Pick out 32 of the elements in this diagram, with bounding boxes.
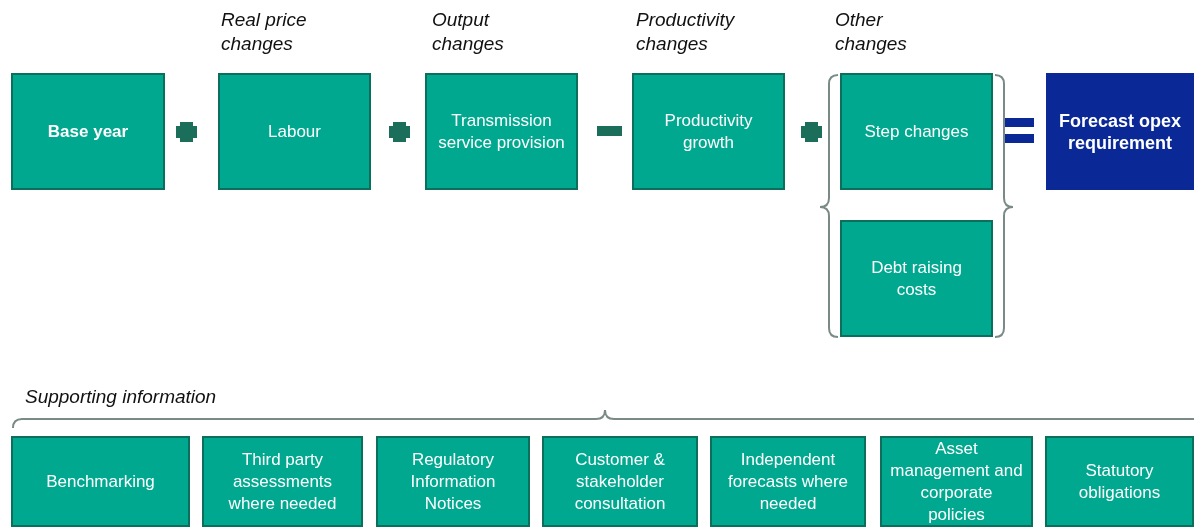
column-heading: Real price changes: [221, 8, 308, 56]
section-heading: Supporting information: [25, 385, 218, 409]
info-box: [376, 436, 530, 527]
box-text: Regulatory Information Notices: [409, 448, 497, 515]
column-heading: Other changes: [835, 8, 908, 56]
info-box: [710, 436, 866, 527]
box-text: Statutory obligations: [1077, 459, 1162, 504]
formula-box: [632, 73, 785, 190]
column-heading: Productivity changes: [636, 8, 736, 56]
formula-box: [840, 220, 993, 337]
info-box: [202, 436, 363, 527]
formula-box: [840, 73, 993, 190]
formula-box: [425, 73, 578, 190]
box-text: Benchmarking: [46, 470, 155, 493]
info-box: [1045, 436, 1194, 527]
formula-box: [1046, 73, 1194, 190]
formula-box: [218, 73, 371, 190]
column-heading: Output changes: [432, 8, 505, 56]
box-text: Asset management and corporate policies: [890, 437, 1023, 526]
box-text: Third party assessments where needed: [227, 448, 338, 515]
box-text: Transmission service provision: [437, 109, 566, 154]
box-text: Independent forecasts where needed: [727, 448, 849, 515]
box-text: Customer & stakeholder consultation: [573, 448, 667, 515]
box-text: Debt raising costs: [870, 256, 963, 301]
box-text: Step changes: [864, 120, 969, 143]
box-text: Productivity growth: [663, 109, 754, 154]
box-text: Base year: [47, 120, 129, 143]
formula-box: [11, 73, 165, 190]
info-box: [11, 436, 190, 527]
info-box: [542, 436, 698, 527]
box-text: Labour: [268, 120, 321, 143]
box-text: Forecast opex requirement: [1057, 109, 1182, 154]
